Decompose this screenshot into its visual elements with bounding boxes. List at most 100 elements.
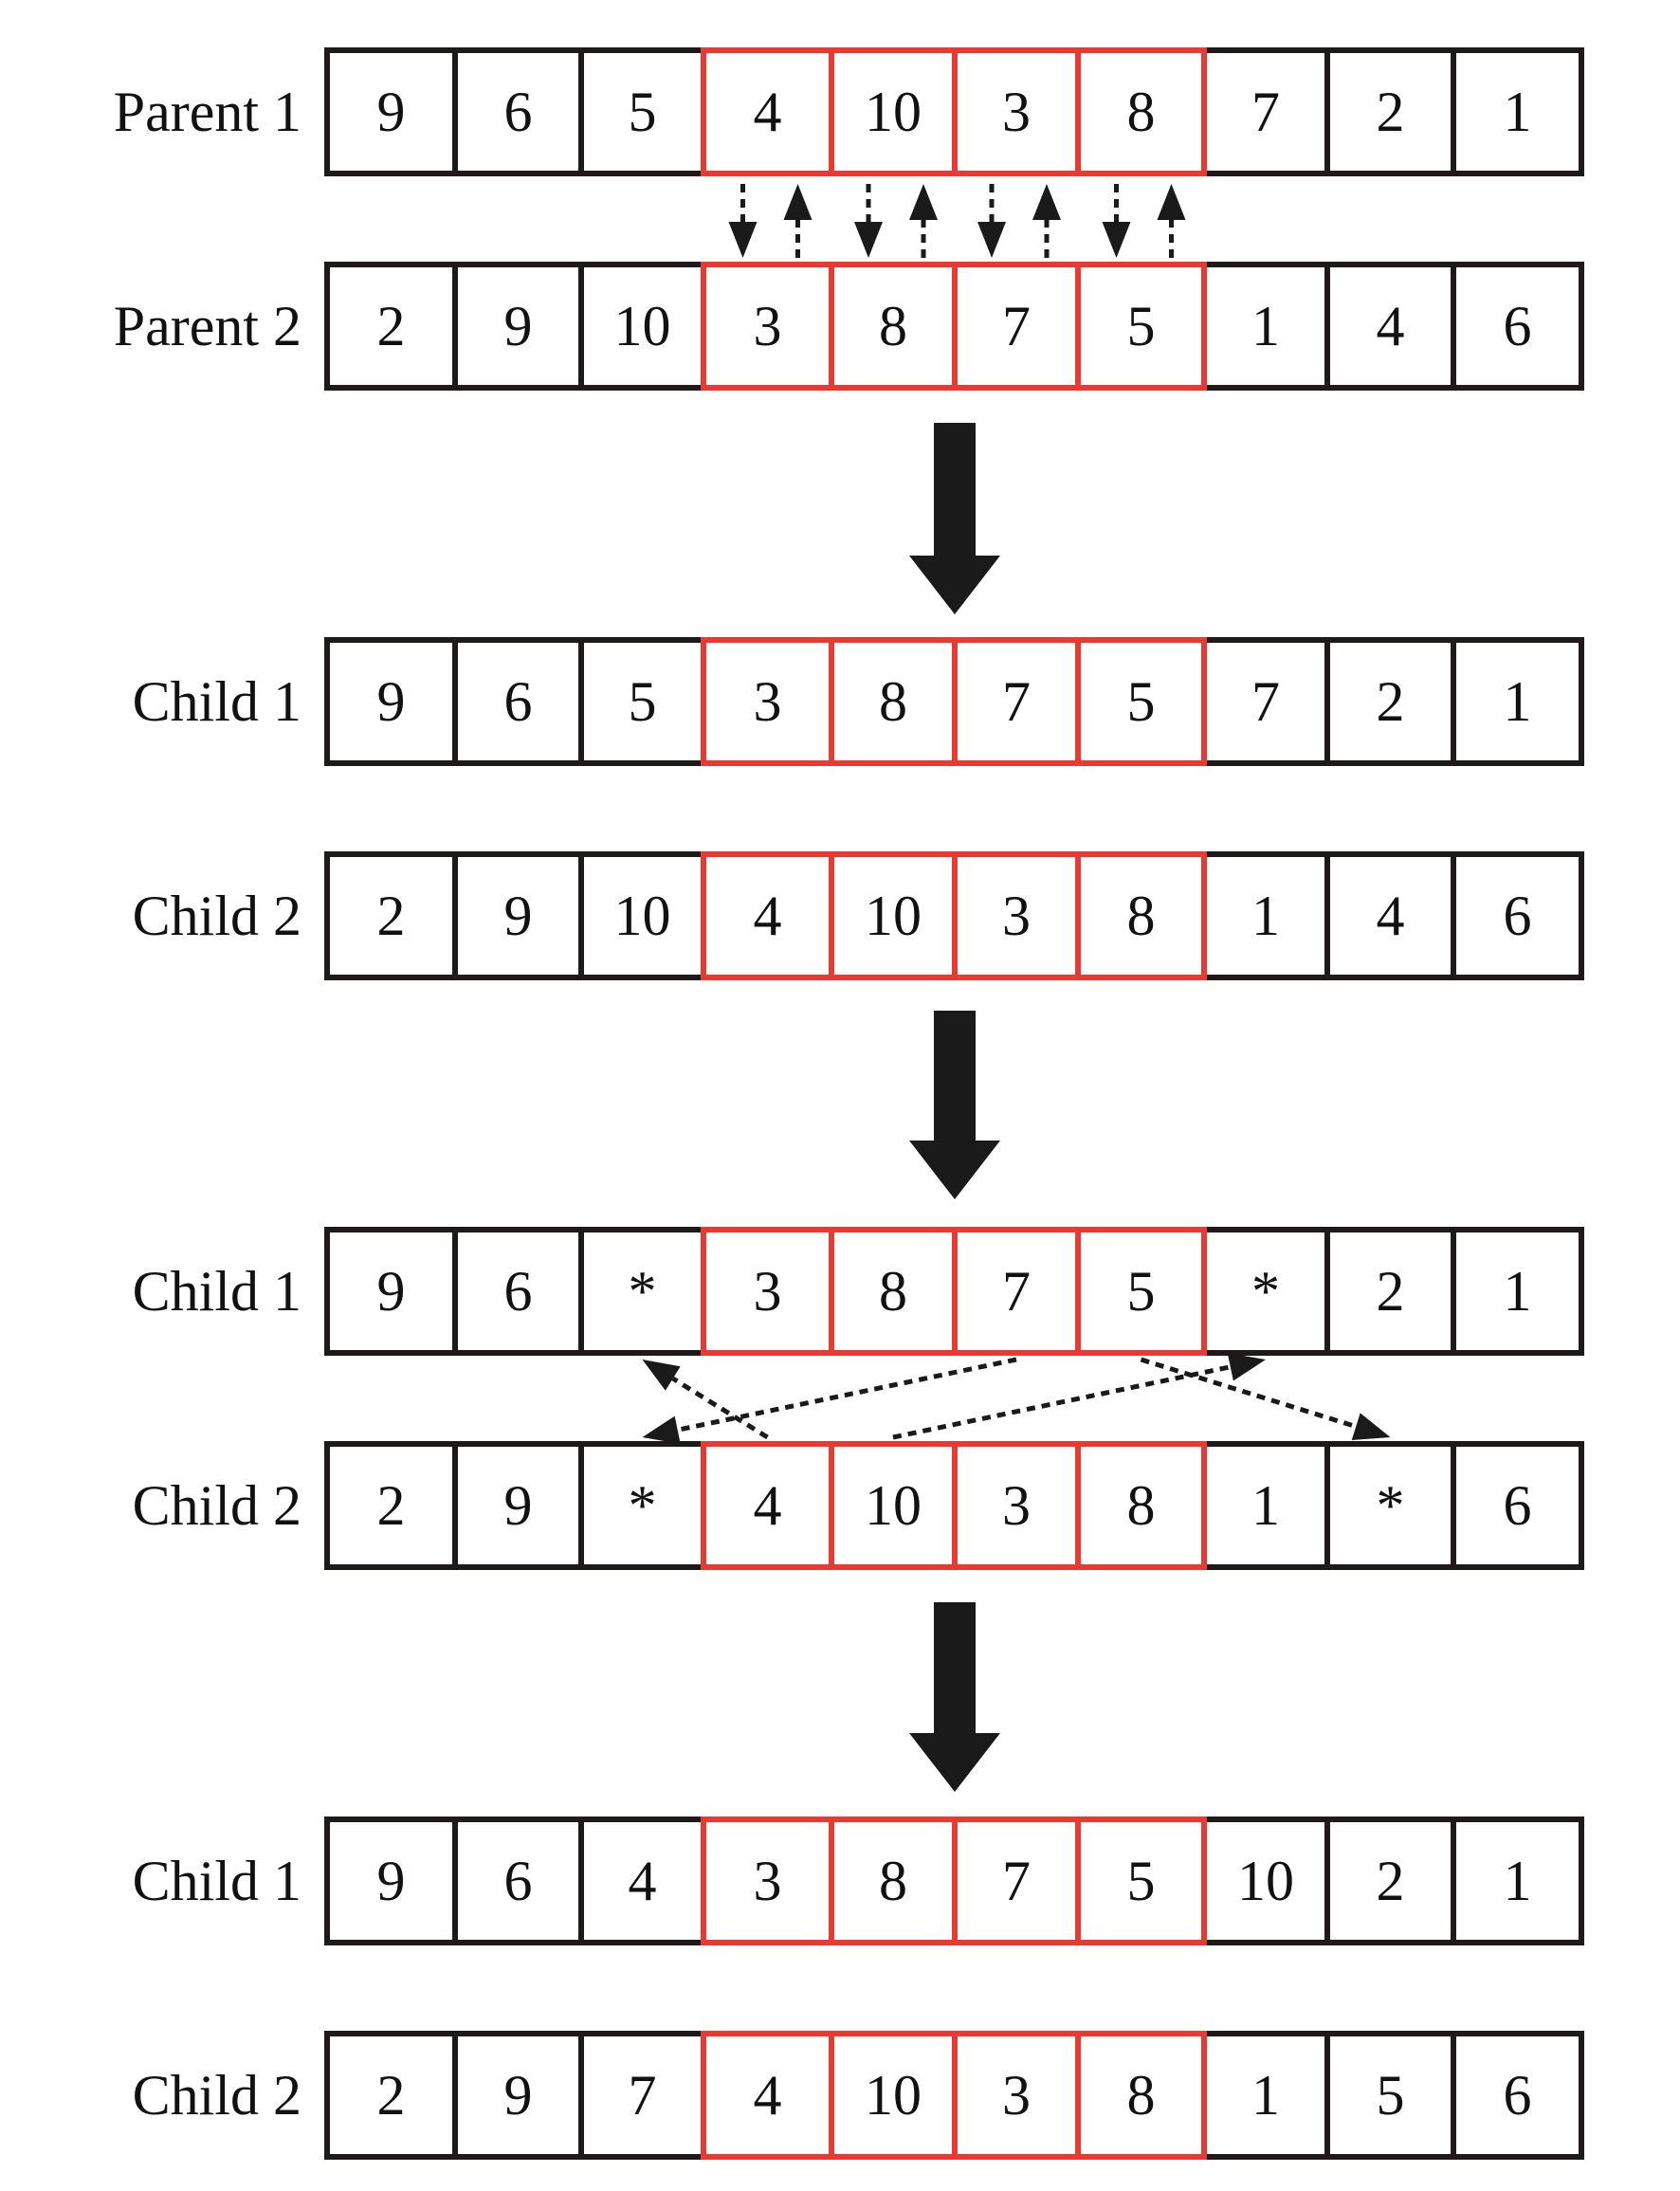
gene-cell: 9: [324, 1817, 458, 1945]
row-label: Child 1: [132, 670, 301, 733]
gene-cell: 6: [452, 637, 584, 766]
gene-cell: 4: [701, 2031, 834, 2160]
exchange-up-arrow: [1032, 184, 1061, 258]
gene-cell: 8: [1075, 47, 1207, 176]
gene-cell: 9: [452, 2031, 584, 2160]
row-label: Child 2: [132, 2064, 301, 2127]
gene-cell: *: [1201, 1227, 1330, 1356]
gene-cell: 3: [952, 2031, 1081, 2160]
stage-down-arrow: [909, 1602, 1000, 1792]
gene-cell: 7: [952, 1227, 1081, 1356]
gene-cell: 1: [1451, 1817, 1584, 1945]
gene-cell: 9: [324, 47, 458, 176]
gene-cell: 1: [1451, 637, 1584, 766]
gene-cell: 2: [1324, 1817, 1456, 1945]
gene-cell: 1: [1201, 1441, 1330, 1570]
gene-cell: 4: [701, 1441, 834, 1570]
gene-cell: 2: [324, 2031, 458, 2160]
stage-down-arrow: [909, 423, 1000, 614]
gene-cell: 2: [1324, 1227, 1456, 1356]
gene-cell: 1: [1451, 47, 1584, 176]
gene-cell: 8: [1075, 851, 1207, 980]
gene-cell: 4: [701, 851, 834, 980]
gene-cell: 1: [1451, 1227, 1584, 1356]
exchange-down-arrow: [1102, 184, 1131, 258]
gene-cell: 3: [701, 262, 834, 391]
gene-cell: 9: [324, 1227, 458, 1356]
gene-cell: 8: [1075, 1441, 1207, 1570]
gene-cell: 6: [1451, 262, 1584, 391]
gene-cell: 10: [829, 47, 958, 176]
gene-cell: 7: [952, 1817, 1081, 1945]
gene-cell: 4: [1324, 851, 1456, 980]
gene-cell: 1: [1201, 851, 1330, 980]
gene-cell: 3: [952, 1441, 1081, 1570]
gene-cell: 7: [952, 637, 1081, 766]
gene-cell: 10: [829, 2031, 958, 2160]
mapping-arrow: [642, 1360, 769, 1440]
gene-cell: 6: [1451, 2031, 1584, 2160]
gene-cell: 4: [578, 1817, 706, 1945]
gene-cell: 3: [952, 47, 1081, 176]
gene-cell: 9: [452, 262, 584, 391]
gene-cell: 10: [1201, 1817, 1330, 1945]
gene-cell: 7: [1201, 637, 1330, 766]
gene-cell: 5: [1075, 262, 1207, 391]
gene-cell: 8: [829, 1817, 958, 1945]
gene-cell: 5: [1075, 1227, 1207, 1356]
gene-cell: 2: [324, 1441, 458, 1570]
row-label: Child 2: [132, 1474, 301, 1537]
gene-cell: 8: [1075, 2031, 1207, 2160]
exchange-up-arrow: [909, 184, 938, 258]
gene-cell: 1: [1201, 2031, 1330, 2160]
row-label: Child 2: [132, 885, 301, 947]
mapping-arrow: [1140, 1357, 1391, 1441]
exchange-up-arrow: [1157, 184, 1186, 258]
mapping-arrow: [642, 1357, 1017, 1444]
gene-cell: 2: [1324, 637, 1456, 766]
exchange-down-arrow: [854, 184, 883, 258]
gene-cell: 5: [578, 637, 706, 766]
gene-cell: *: [1324, 1441, 1456, 1570]
exchange-down-arrow: [977, 184, 1006, 258]
gene-cell: 8: [829, 1227, 958, 1356]
gene-cell: 10: [829, 851, 958, 980]
gene-cell: 6: [452, 1817, 584, 1945]
gene-cell: 5: [1075, 637, 1207, 766]
gene-cell: 4: [1324, 262, 1456, 391]
gene-cell: 2: [324, 851, 458, 980]
gene-cell: 4: [701, 47, 834, 176]
gene-cell: 6: [1451, 851, 1584, 980]
row-label: Parent 2: [113, 295, 301, 357]
gene-cell: 10: [829, 1441, 958, 1570]
gene-cell: 6: [452, 1227, 584, 1356]
gene-cell: *: [578, 1227, 706, 1356]
gene-cell: 10: [578, 851, 706, 980]
stage-down-arrow: [909, 1011, 1000, 1199]
gene-cell: 5: [1075, 1817, 1207, 1945]
gene-cell: 6: [1451, 1441, 1584, 1570]
exchange-down-arrow: [728, 184, 758, 258]
row-label: Child 1: [132, 1850, 301, 1912]
row-label: Child 1: [132, 1260, 301, 1323]
gene-cell: 3: [701, 1817, 834, 1945]
gene-cell: 9: [324, 637, 458, 766]
mapping-arrow: [892, 1353, 1266, 1440]
gene-cell: 2: [324, 262, 458, 391]
gene-cell: 3: [701, 1227, 834, 1356]
gene-cell: 5: [578, 47, 706, 176]
gene-cell: 7: [952, 262, 1081, 391]
gene-cell: 5: [1324, 2031, 1456, 2160]
gene-cell: 8: [829, 637, 958, 766]
gene-cell: 2: [1324, 47, 1456, 176]
gene-cell: 9: [452, 1441, 584, 1570]
gene-cell: 8: [829, 262, 958, 391]
gene-cell: 7: [578, 2031, 706, 2160]
gene-cell: 3: [701, 637, 834, 766]
gene-cell: 1: [1201, 262, 1330, 391]
exchange-up-arrow: [783, 184, 813, 258]
gene-cell: 3: [952, 851, 1081, 980]
gene-cell: *: [578, 1441, 706, 1570]
gene-cell: 6: [452, 47, 584, 176]
row-label: Parent 1: [113, 81, 301, 143]
